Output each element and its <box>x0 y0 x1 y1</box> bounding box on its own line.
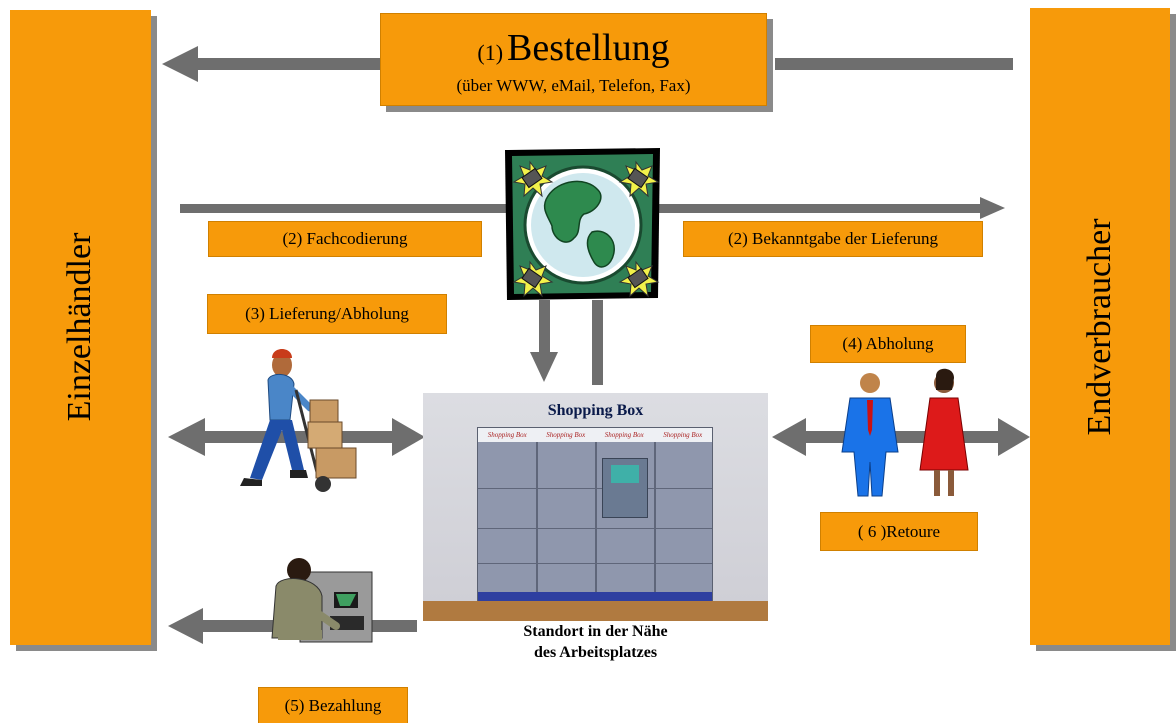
delivery-arrow-head-left <box>168 418 205 456</box>
label-payment: (5) Bezahlung <box>258 687 408 723</box>
order-arrow-shaft-right <box>775 58 1013 70</box>
globe-network-illustration <box>505 148 660 300</box>
shopping-box-location-line2: des Arbeitsplatzes <box>533 644 658 661</box>
delivery-arrow-shaft <box>200 431 400 443</box>
label-return: ( 6 )Retoure <box>820 512 978 551</box>
label-coding: (2) Fachcodierung <box>208 221 482 257</box>
shopping-box-location-line1: Standort in der Nähe <box>523 623 668 640</box>
order-arrow-shaft-left <box>190 58 380 70</box>
order-title: Bestellung <box>507 27 670 69</box>
retailer-box <box>10 10 151 645</box>
retailer-label: Einzelhändler <box>61 232 98 422</box>
order-number: (1) <box>477 40 504 65</box>
locker-brand: Shopping Box <box>663 431 703 439</box>
locker-unit: Shopping Box Shopping Box Shopping Box Sho… <box>477 427 713 607</box>
label-pickup: (4) Abholung <box>810 325 966 363</box>
locker-brand: Shopping Box <box>546 431 586 439</box>
customers-illustration <box>841 368 969 497</box>
consumer-box <box>1030 8 1170 645</box>
label-announcement: (2) Bekanntgabe der Lieferung <box>683 221 983 257</box>
pickup-arrow-shaft <box>800 431 1005 443</box>
order-box: (1) Bestellung (über WWW, eMail, Telefon… <box>380 13 767 106</box>
pickup-arrow-head-left <box>772 418 806 456</box>
label-delivery: (3) Lieferung/Abholung <box>207 294 447 334</box>
payment-arrow-head <box>168 608 203 644</box>
globe-connector-up <box>592 300 603 385</box>
pickup-arrow-head-right <box>998 418 1030 456</box>
globe-connector-down-head <box>530 352 558 382</box>
payment-atm-illustration <box>271 558 373 643</box>
globe-connector-down-shaft <box>539 300 550 355</box>
shopping-box-title: Shopping Box <box>547 402 644 419</box>
order-subtitle: (über WWW, eMail, Telefon, Fax) <box>456 76 691 95</box>
delivery-person-illustration <box>240 349 357 492</box>
locker-terminal <box>602 458 648 518</box>
locker-brand: Shopping Box <box>604 431 644 439</box>
locker-brand: Shopping Box <box>487 431 527 439</box>
consumer-label: Endverbraucher <box>1081 218 1118 436</box>
info-arrow-head <box>980 197 1005 219</box>
delivery-arrow-head-right <box>392 418 425 456</box>
order-arrow-head <box>162 46 198 82</box>
